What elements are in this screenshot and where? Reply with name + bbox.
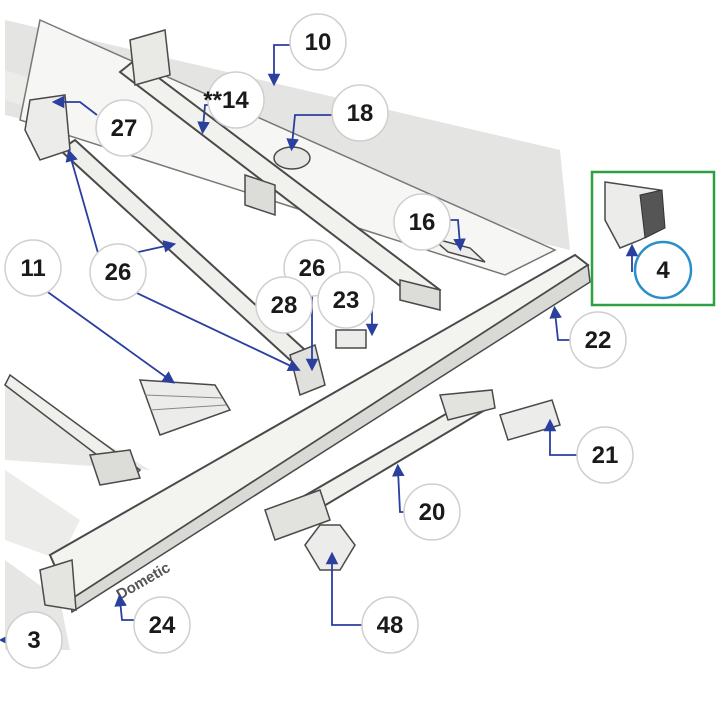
top-bracket (24, 94, 71, 161)
small-clip (335, 329, 367, 349)
callout-28: 28 (271, 292, 298, 319)
callout-26-right: 26 (299, 255, 326, 282)
channel-profile (138, 379, 232, 436)
callout-circles (4, 13, 693, 669)
highlighted-part-4 (590, 170, 716, 307)
callout-16: 16 (409, 209, 436, 236)
callout-27: 27 (111, 115, 138, 142)
callout-23: 23 (333, 287, 360, 314)
end-cap (273, 146, 311, 170)
telescopic-arm (264, 389, 496, 541)
callout-48: 48 (377, 612, 404, 639)
highlight-circle (633, 240, 693, 300)
lower-left-arm (4, 373, 142, 486)
callout-10: 10 (305, 29, 332, 56)
highlight-box (590, 170, 716, 307)
callout-26-left: 26 (105, 259, 132, 286)
callout-18: 18 (347, 100, 374, 127)
arm-joint (499, 399, 561, 441)
callout-3: 3 (27, 627, 40, 654)
mount-bracket (304, 524, 356, 571)
callout-4: 4 (656, 257, 670, 284)
callout-14: **14 (203, 87, 249, 114)
callout-20: 20 (419, 499, 446, 526)
callout-24: 24 (149, 612, 176, 639)
leader-lines (0, 44, 639, 647)
callout-labels: 10 **14 18 27 16 4 11 26 26 28 23 22 21 … (20, 29, 670, 654)
callout-22: 22 (585, 327, 612, 354)
callout-21: 21 (592, 442, 619, 469)
callout-11: 11 (20, 255, 45, 282)
